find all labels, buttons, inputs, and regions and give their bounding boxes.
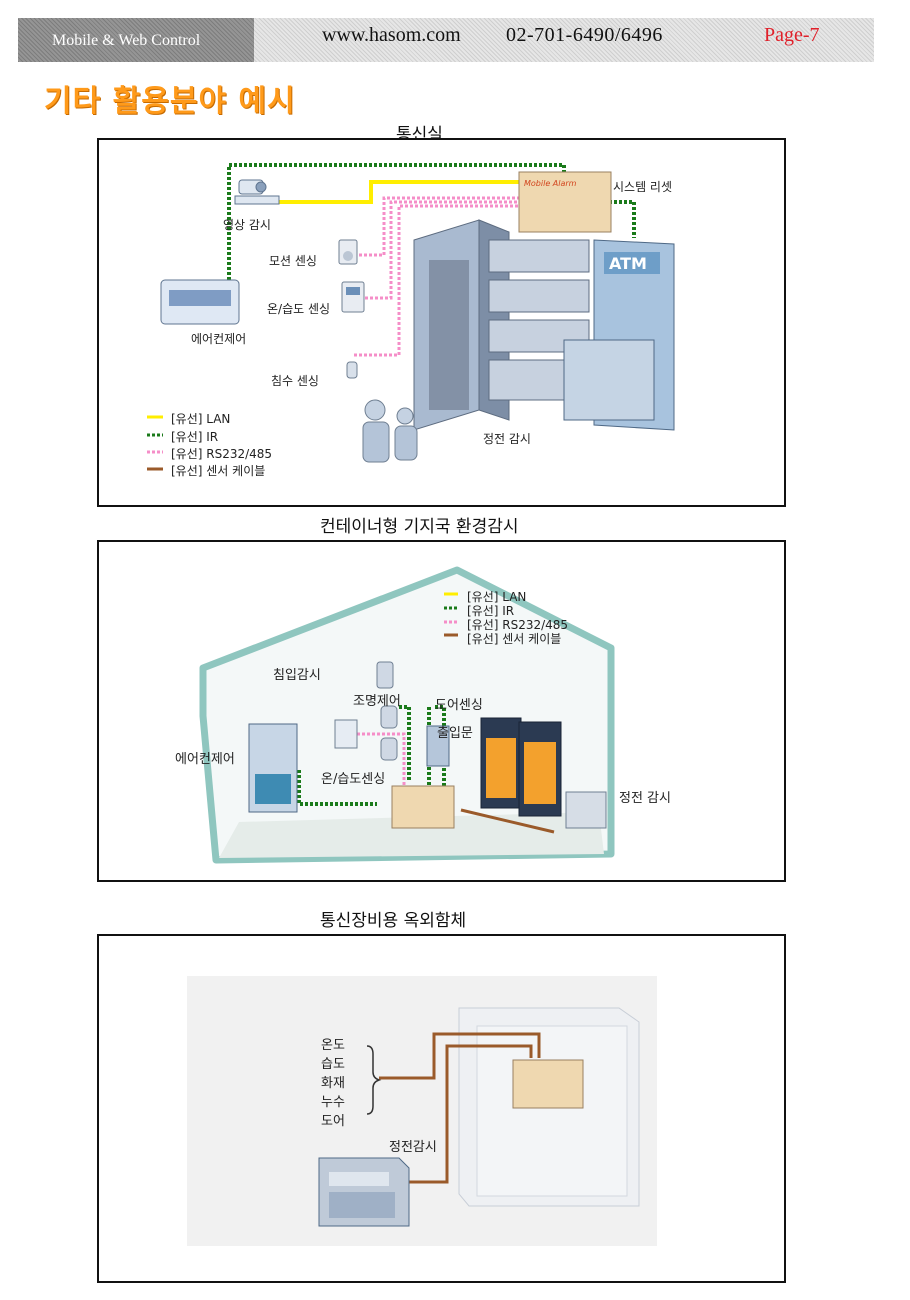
legend-sensor-cable: [유선] 센서 케이블 bbox=[171, 464, 266, 478]
label-temp-humid-sensing-2: 온/습도센싱 bbox=[321, 772, 386, 787]
legend-2-rs232: [유선] RS232/485 bbox=[467, 618, 569, 632]
brand-text: Mobile & Web Control bbox=[52, 32, 201, 49]
section-3-illustration bbox=[187, 976, 657, 1246]
legend-2-ir: [유선] IR bbox=[467, 604, 515, 618]
label-power-monitoring-3: 정전감시 bbox=[389, 1140, 437, 1155]
sensor-item-humidity: 습도 bbox=[321, 1057, 345, 1072]
sensor-item-temperature: 온도 bbox=[321, 1038, 345, 1053]
label-lighting-control: 조명제어 bbox=[353, 694, 401, 709]
label-temp-humid-sensing: 온/습도 센싱 bbox=[267, 302, 331, 316]
label-aircon-control: 에어컨제어 bbox=[191, 332, 247, 346]
section-1-alarm-label: Mobile Alarm bbox=[524, 179, 577, 188]
sensor-item-leak: 누수 bbox=[321, 1095, 345, 1110]
website-url[interactable]: www.hasom.com bbox=[322, 24, 461, 46]
sensor-item-door: 도어 bbox=[321, 1114, 345, 1129]
section-3-caption: 통신장비용 옥외함체 bbox=[320, 911, 467, 931]
legend-lan: [유선] LAN bbox=[171, 412, 231, 426]
label-intrusion-monitoring: 침입감시 bbox=[273, 668, 321, 683]
sensor-item-fire: 화재 bbox=[321, 1076, 345, 1091]
legend-2-sensor-cable: [유선] 센서 케이블 bbox=[467, 632, 562, 646]
section-2-caption: 컨테이너형 기지국 환경감시 bbox=[320, 517, 519, 537]
legend-rs232: [유선] RS232/485 bbox=[171, 447, 273, 461]
section-1-atm-label: ATM bbox=[609, 254, 647, 273]
label-motion-sensing: 모션 센싱 bbox=[269, 254, 317, 268]
page-title: 기타 활용분야 예시 bbox=[44, 84, 296, 119]
label-power-monitoring-2: 정전 감시 bbox=[619, 791, 671, 806]
section-2-diagram: [유선] LAN [유선] IR [유선] RS232/485 [유선] 센서 … bbox=[97, 540, 786, 882]
section-2-illustration bbox=[199, 566, 615, 864]
phone-number: 02-701-6490/6496 bbox=[506, 24, 663, 46]
page-number: Page-7 bbox=[764, 24, 820, 46]
brand-block: Mobile & Web Control bbox=[18, 18, 254, 62]
label-flood-sensing: 침수 센싱 bbox=[271, 374, 319, 388]
section-1-illustration: Mobile Alarm ATM bbox=[147, 163, 675, 471]
legend-ir: [유선] IR bbox=[171, 430, 219, 444]
section-3-diagram: 온도 습도 화재 누수 도어 정전감시 bbox=[97, 934, 786, 1283]
legend-2-lan: [유선] LAN bbox=[467, 590, 527, 604]
label-door-sensing: 도어센싱 bbox=[435, 698, 483, 713]
section-1-diagram: Mobile Alarm ATM bbox=[97, 138, 786, 507]
label-entrance: 출입문 bbox=[437, 726, 473, 741]
label-system-reset: 시스템 리셋 bbox=[613, 180, 673, 194]
label-aircon-control-2: 에어컨제어 bbox=[175, 752, 235, 767]
label-power-monitoring: 정전 감시 bbox=[483, 432, 531, 446]
header-bar: Mobile & Web Control www.hasom.com 02-70… bbox=[18, 18, 874, 62]
label-video-monitoring: 영상 감시 bbox=[223, 218, 271, 232]
